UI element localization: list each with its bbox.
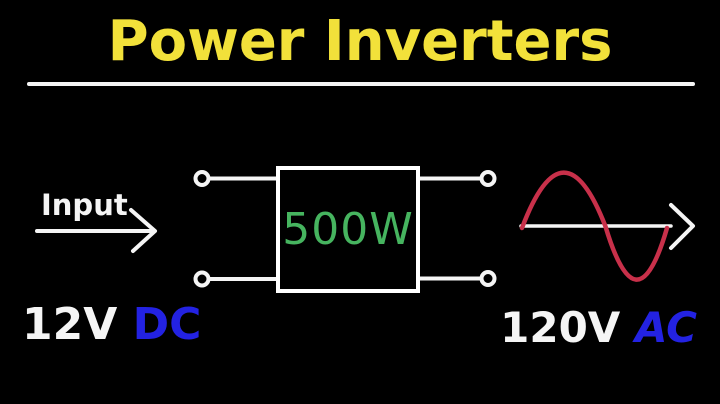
terminal-icon-output-bottom — [479, 270, 497, 287]
inverter-wattage-label: 500W — [282, 204, 414, 255]
terminal-icon-output-top — [479, 170, 497, 187]
output-current-type-label: AC — [634, 303, 697, 352]
input-current-type-label: DC — [132, 299, 202, 350]
input-voltage-label: 12V — [22, 299, 118, 350]
input-arrow-icon — [35, 208, 157, 253]
page-title: Power Inverters — [107, 9, 613, 74]
output-rating: 120V AC — [500, 303, 697, 352]
output-voltage-label: 120V — [500, 303, 621, 352]
terminal-icon-input-top — [193, 170, 211, 187]
inverter-box: 500W — [278, 168, 418, 291]
terminal-icon-input-bottom — [193, 270, 211, 288]
input-label: Input — [41, 188, 128, 222]
input-rating: 12V DC — [22, 299, 201, 350]
inverter-box-outline — [276, 166, 420, 293]
sine-wave-icon — [519, 170, 670, 282]
output-arrow-icon — [519, 203, 695, 250]
title-underline — [27, 82, 695, 86]
